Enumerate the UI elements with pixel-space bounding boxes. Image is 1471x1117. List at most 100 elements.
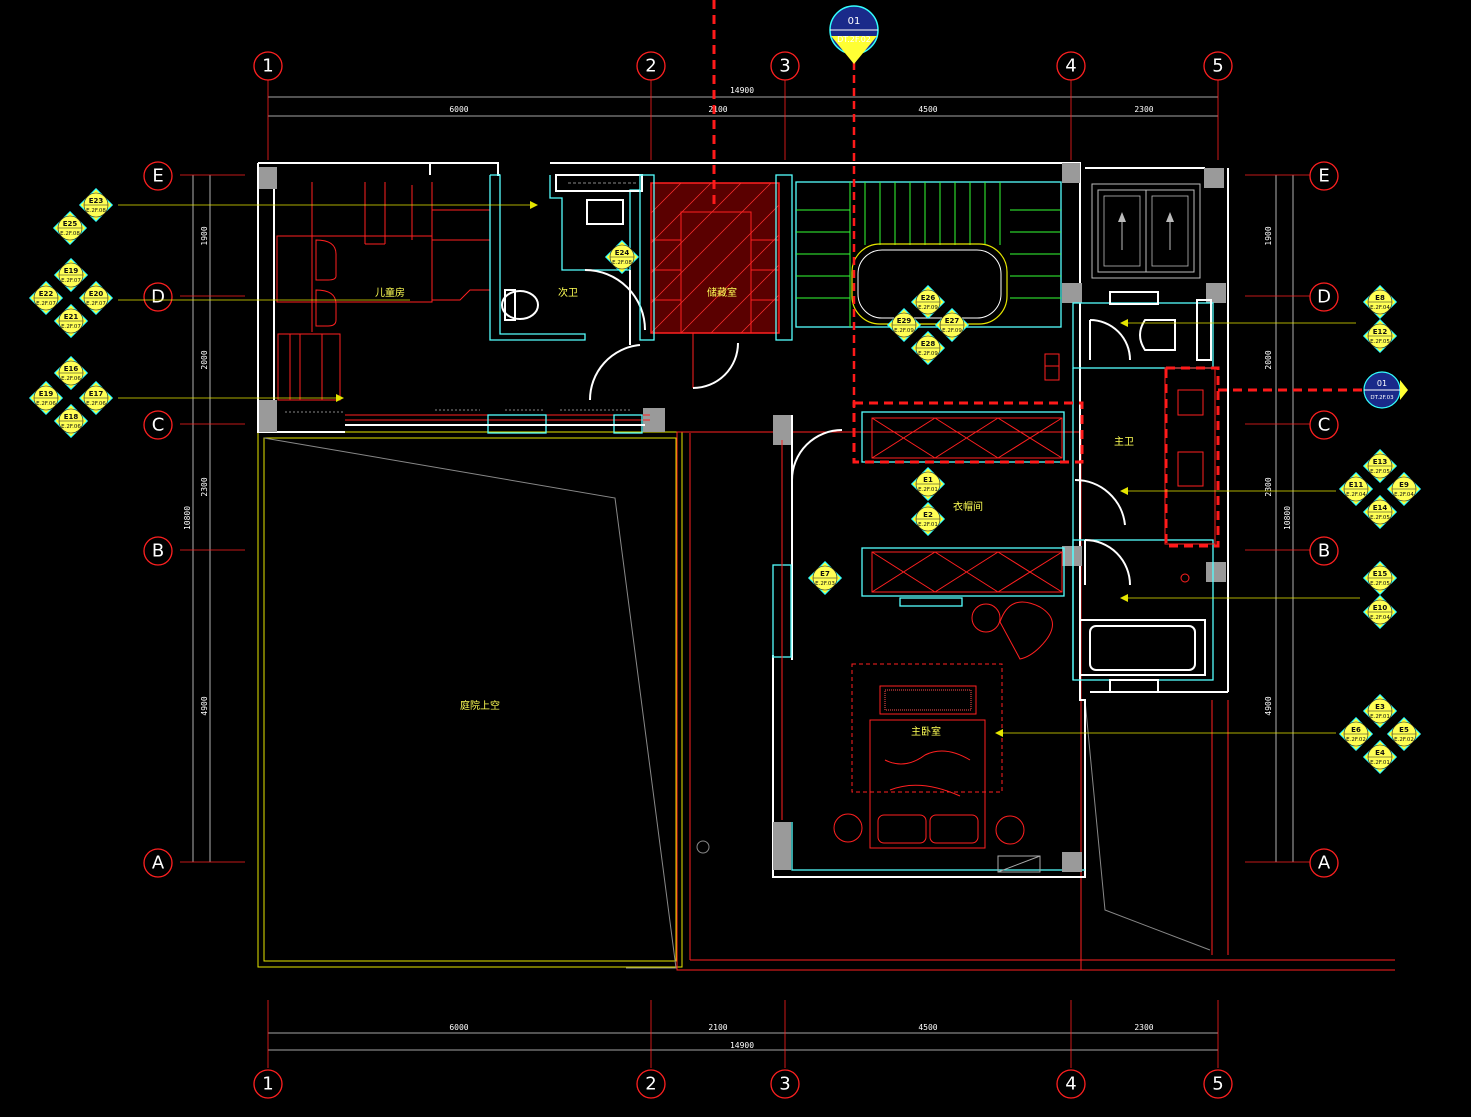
axis-right-D: D [1317, 287, 1331, 308]
master-bath: 主卫 [1072, 291, 1216, 693]
elevation-tag-e29-id: E29 [897, 317, 912, 325]
dim-left-seg-4: 4900 [200, 696, 209, 715]
dim-right-seg-1: 1900 [1264, 226, 1273, 245]
axis-left-A: A [152, 853, 165, 874]
elevation-tag-e8[interactable]: E8E.2F.04 [1362, 284, 1398, 320]
dim-left-seg-1: 1900 [200, 226, 209, 245]
elevation-tag-e5[interactable]: E5E.2F.02 [1386, 716, 1422, 752]
elevation-tag-e5-id: E5 [1399, 726, 1409, 734]
axis-right-C: C [1318, 415, 1331, 436]
dim-bottom-seg-4: 2300 [1134, 1023, 1153, 1032]
elevation-tag-e28-ref: E.2F.09 [918, 351, 938, 357]
elevation-tag-e5-ref: E.2F.02 [1394, 737, 1414, 743]
elevation-tag-e8-ref: E.2F.04 [1370, 305, 1390, 311]
master-bedroom: 主卧室 [772, 440, 1053, 873]
elevation-tag-e29-ref: E.2F.09 [894, 328, 914, 334]
axis-right-B: B [1318, 541, 1330, 562]
section-cut-lines [712, 0, 1362, 548]
elevation-tag-e17-id: E17 [89, 390, 104, 398]
elevation-tag-e24-ref: E.2F.08 [612, 260, 632, 266]
elevation-tag-e21-ref: E.2F.07 [61, 324, 81, 330]
axis-bubbles-right: E D C B A [1309, 161, 1339, 878]
kids-room: 儿童房 [276, 182, 650, 434]
elevation-tag-e19-a-id: E19 [64, 267, 79, 275]
elevation-tag-e7-ref: E.2F.03 [815, 581, 835, 587]
dim-left-seg-2: 2000 [200, 350, 209, 369]
dim-left-total: 10800 [183, 506, 192, 530]
elevation-tag-e14-id: E14 [1373, 504, 1388, 512]
elevation-tag-e22-ref: E.2F.07 [36, 301, 56, 307]
elevation-tag-e4[interactable]: E4E.2F.01 [1362, 739, 1398, 775]
dim-top-seg-1: 6000 [449, 105, 468, 114]
elevation-tag-e22-id: E22 [39, 290, 54, 298]
elevation-tag-e24-id: E24 [615, 249, 630, 257]
courtyard-void [257, 431, 1395, 971]
dim-bottom-seg-1: 6000 [449, 1023, 468, 1032]
elevation-tag-e7[interactable]: E7E.2F.03 [807, 560, 843, 596]
elevation-tag-e27-id: E27 [945, 317, 960, 325]
room-label-second-bath: 次卫 [558, 286, 578, 299]
elevation-tag-e18-ref: E.2F.06 [61, 424, 81, 430]
elevation-tag-e28-id: E28 [921, 340, 936, 348]
elevation-tag-e12-ref: E.2F.05 [1370, 339, 1390, 345]
elevation-tag-e4-ref: E.2F.01 [1370, 760, 1390, 766]
axis-bottom-5: 5 [1212, 1074, 1223, 1095]
axis-bubbles-left: E D C B A [143, 161, 173, 878]
elevation-tag-e20-ref: E.2F.07 [86, 301, 106, 307]
dim-top-seg-3: 4500 [918, 105, 937, 114]
elevation-tag-e7-id: E7 [820, 570, 830, 578]
elevation-tag-e6-id: E6 [1351, 726, 1361, 734]
dim-right-seg-4: 4900 [1264, 696, 1273, 715]
structural-columns [259, 163, 1226, 872]
elevation-tag-e6[interactable]: E6E.2F.02 [1338, 716, 1374, 752]
elevation-tag-e3-ref: E.2F.01 [1370, 714, 1390, 720]
section-marker-ref: DT.2F.02 [837, 35, 871, 44]
elevation-tag-e1[interactable]: E1E.2F.01 [910, 466, 946, 502]
axis-top-4: 4 [1065, 56, 1076, 77]
elevation-tag-e10-id: E10 [1373, 604, 1388, 612]
elevation-tag-e13-id: E13 [1373, 458, 1388, 466]
axis-left-D: D [151, 287, 165, 308]
elevation-tag-e2[interactable]: E2E.2F.01 [910, 501, 946, 537]
axis-bottom-3: 3 [779, 1074, 790, 1095]
room-label-master-bath: 主卫 [1114, 436, 1134, 448]
axis-bubbles-bottom: 1 2 3 4 5 [253, 1069, 1233, 1099]
section-marker-right: 01 DT.2F.03 [1363, 371, 1408, 409]
elevation-tag-e26-id: E26 [921, 294, 936, 302]
axis-left-B: B [152, 541, 164, 562]
elevation-tag-e3[interactable]: E3E.2F.01 [1362, 693, 1398, 729]
tag-leaders [118, 201, 1360, 737]
axis-left-C: C [152, 415, 165, 436]
axis-right-E: E [1318, 166, 1329, 187]
elevation-tag-e19-b-id: E19 [39, 390, 54, 398]
elevation-tag-e19-b-ref: E.2F.06 [36, 401, 56, 407]
elevation-tag-e12-id: E12 [1373, 328, 1388, 336]
axis-bottom-4: 4 [1065, 1074, 1076, 1095]
elevation-tag-e9-id: E9 [1399, 481, 1409, 489]
section-marker-top: 01 DT.2F.02 [829, 5, 879, 64]
elevation-tag-e9[interactable]: E9E.2F.04 [1386, 471, 1422, 507]
axis-top-1: 1 [262, 56, 273, 77]
elevation-tag-e26-ref: E.2F.09 [918, 305, 938, 311]
